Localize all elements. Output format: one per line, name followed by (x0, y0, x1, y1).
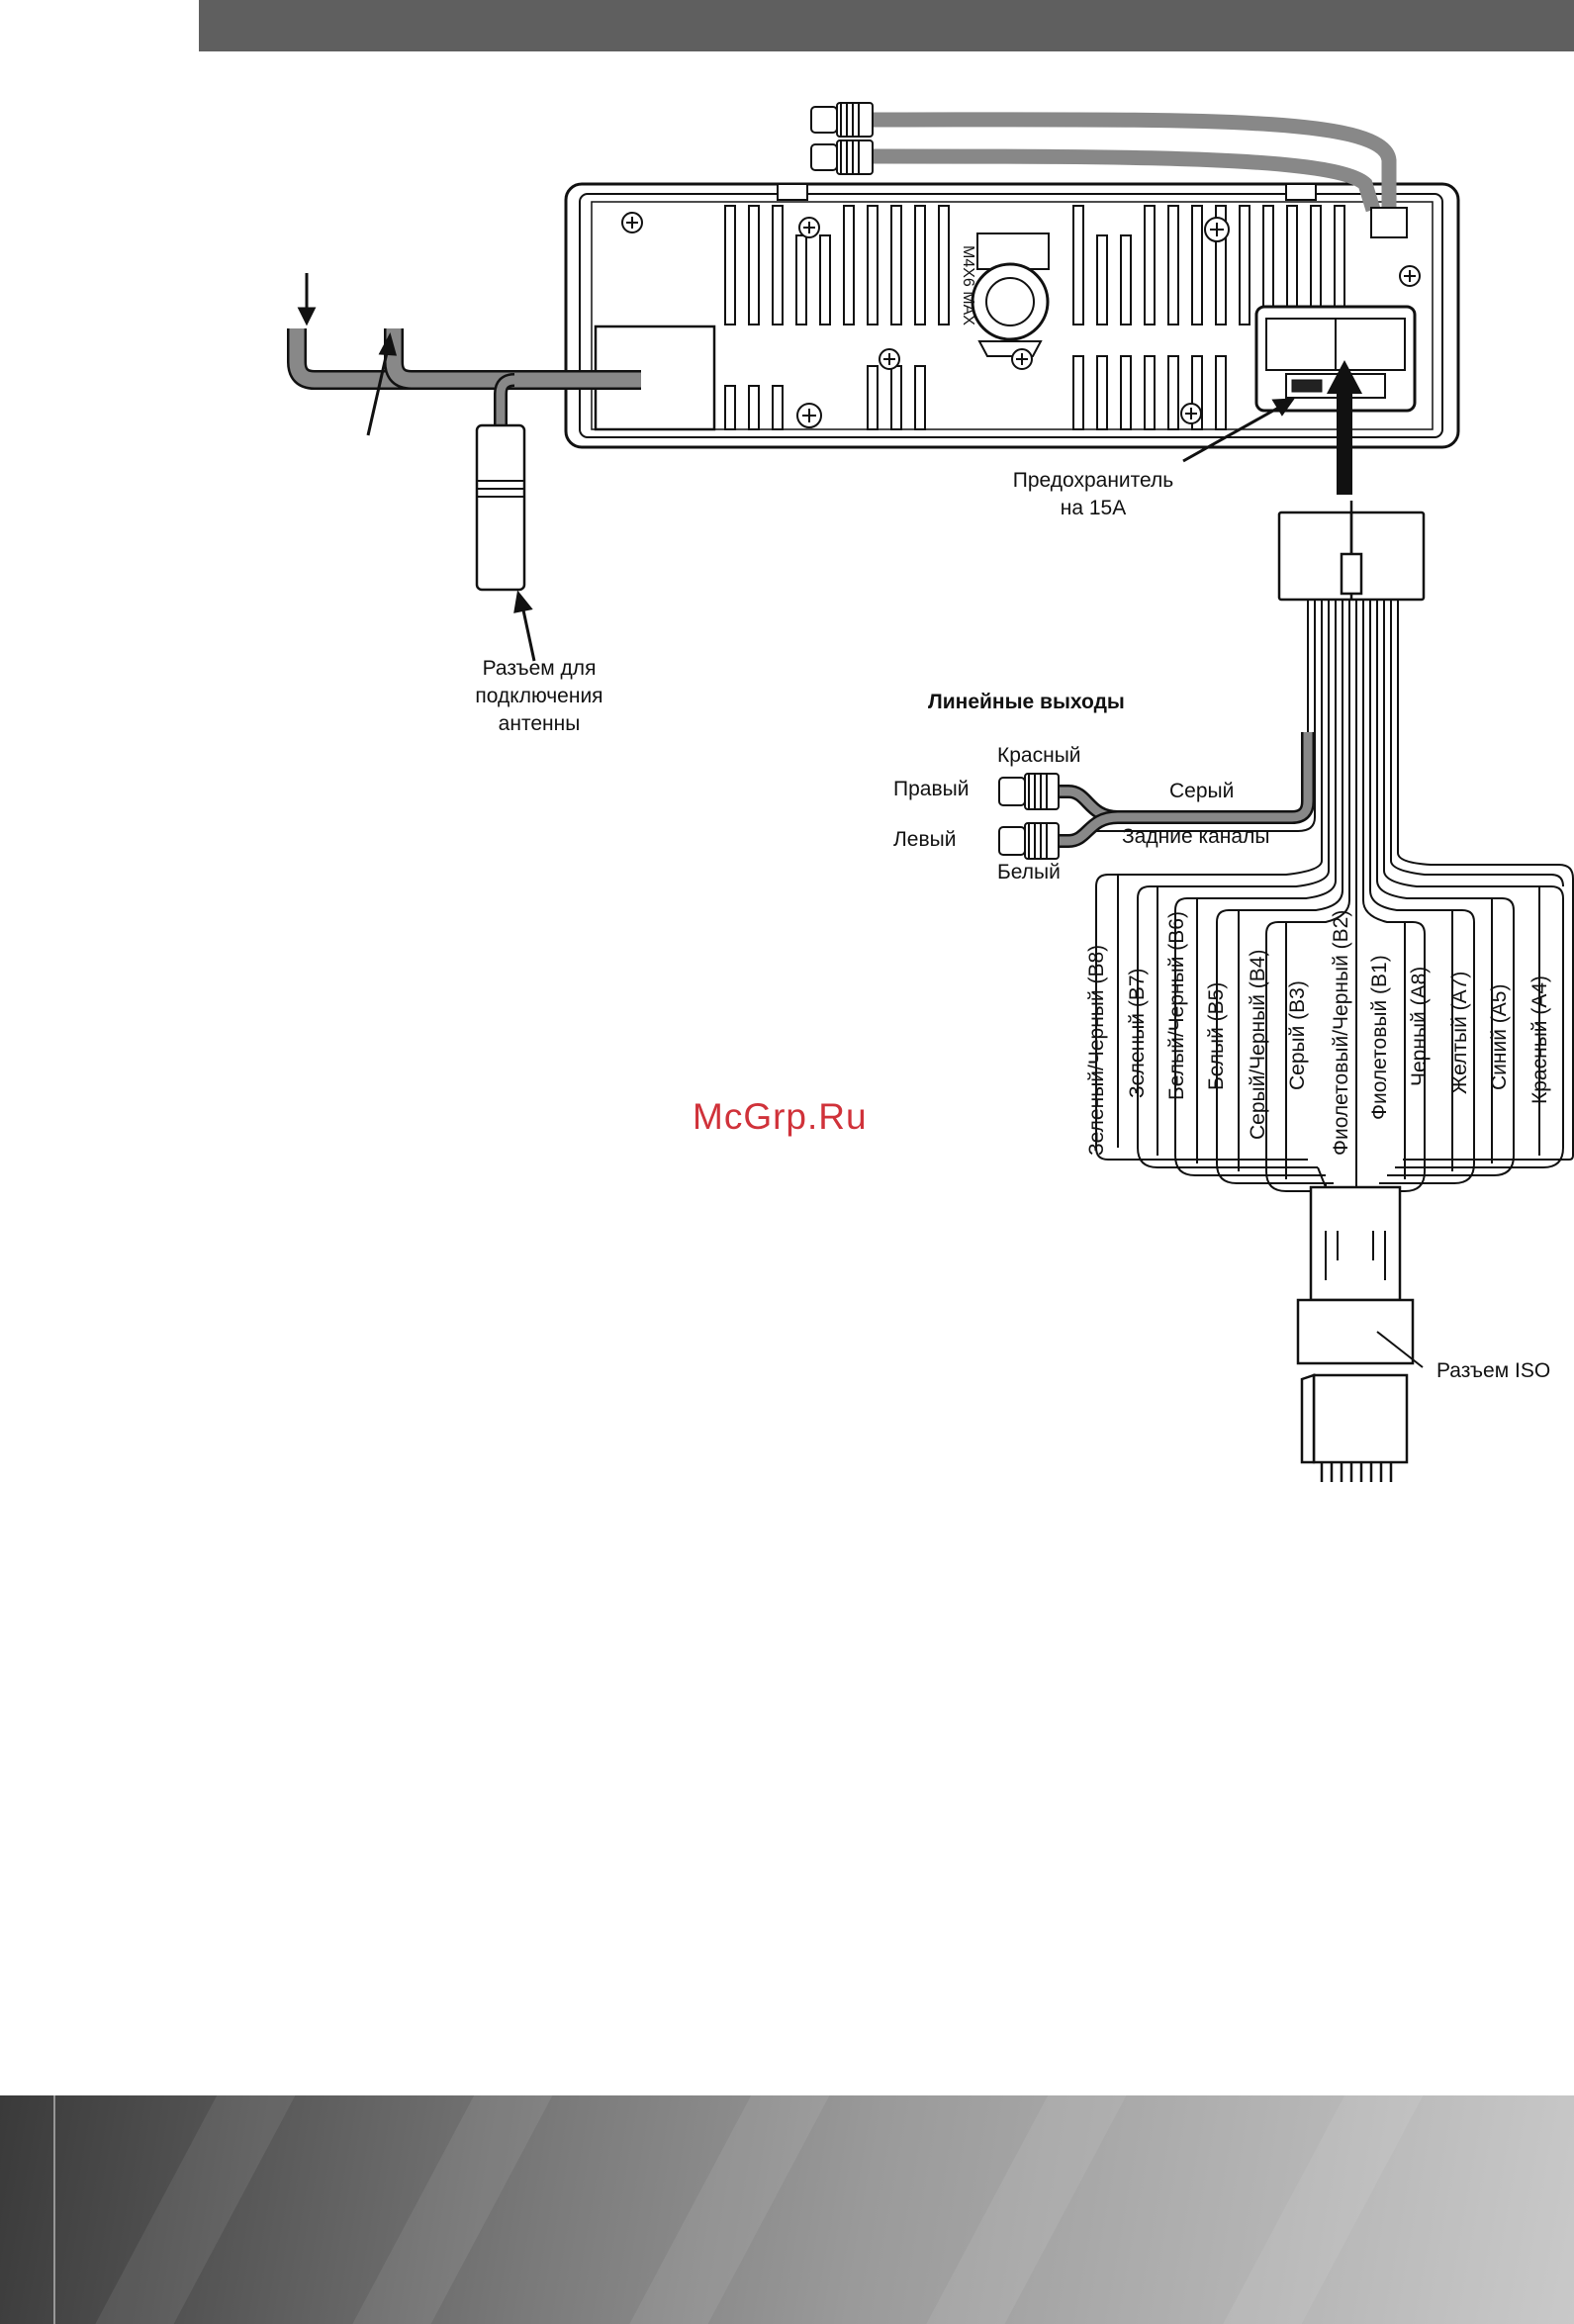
antenna-label-line1: Разъем для (482, 657, 597, 680)
rear-channels-label: Задние каналы (1122, 825, 1270, 848)
wire-label-b5: Белый (B5) (1205, 981, 1228, 1090)
wire-label-b3: Серый (B3) (1286, 980, 1309, 1090)
head-unit (564, 112, 1460, 449)
wire-label-b6: Белый/Черный (B6) (1165, 911, 1188, 1100)
right-label: Правый (893, 778, 970, 800)
line-output-cable (1049, 732, 1315, 848)
harness-connector (1277, 501, 1426, 602)
wire-label-b4: Серый/Черный (B4) (1247, 949, 1269, 1140)
unit-marking: M4X6 MAX (960, 245, 976, 325)
cooling-fins (724, 205, 1345, 430)
wire-label-a5: Синий (A5) (1488, 983, 1511, 1090)
rca-plug-icon (810, 102, 874, 175)
watermark: McGrp.Ru (693, 1096, 868, 1137)
wire-label-b8: Зеленый/Черный (B8) (1085, 944, 1108, 1156)
iso-connector-label: Разъем ISO (1436, 1359, 1551, 1382)
antenna-connector-label: Разъем для подключения антенны (445, 655, 633, 738)
arrow-up-icon (1327, 360, 1362, 495)
wire-label-a7: Желтый (A7) (1448, 971, 1471, 1094)
red-label: Красный (997, 744, 1081, 767)
rca-plug-icon (998, 773, 1060, 860)
screw-icon (621, 212, 1421, 428)
wire-label-b2: Фиолетовый/Черный (B2) (1330, 909, 1352, 1156)
wire-label-b7: Зеленый (B7) (1126, 968, 1149, 1098)
antenna-cable (287, 328, 641, 592)
line-outputs-title: Линейные выходы (928, 691, 1125, 713)
wire-bundle (1088, 600, 1574, 1197)
left-label: Левый (893, 828, 957, 851)
wire-label-b1: Фиолетовый (B1) (1368, 955, 1391, 1120)
header-bar (199, 0, 1574, 51)
fuse-label: Предохранитель на 15А (989, 467, 1197, 522)
wire-label-a8: Черный (A8) (1408, 966, 1431, 1086)
grey-label: Серый (1169, 780, 1235, 802)
antenna-label-line3: антенны (498, 712, 581, 735)
iso-connector (1296, 1185, 1424, 1482)
fuse-label-line2: на 15А (1060, 497, 1127, 519)
white-label: Белый (997, 861, 1061, 883)
arrow-icon (297, 273, 1296, 662)
fuse-label-line1: Предохранитель (1012, 469, 1174, 492)
antenna-label-line2: подключения (475, 685, 603, 707)
wire-label-a4: Красный (A4) (1528, 975, 1551, 1104)
bottom-decor-band (0, 2095, 1574, 2324)
